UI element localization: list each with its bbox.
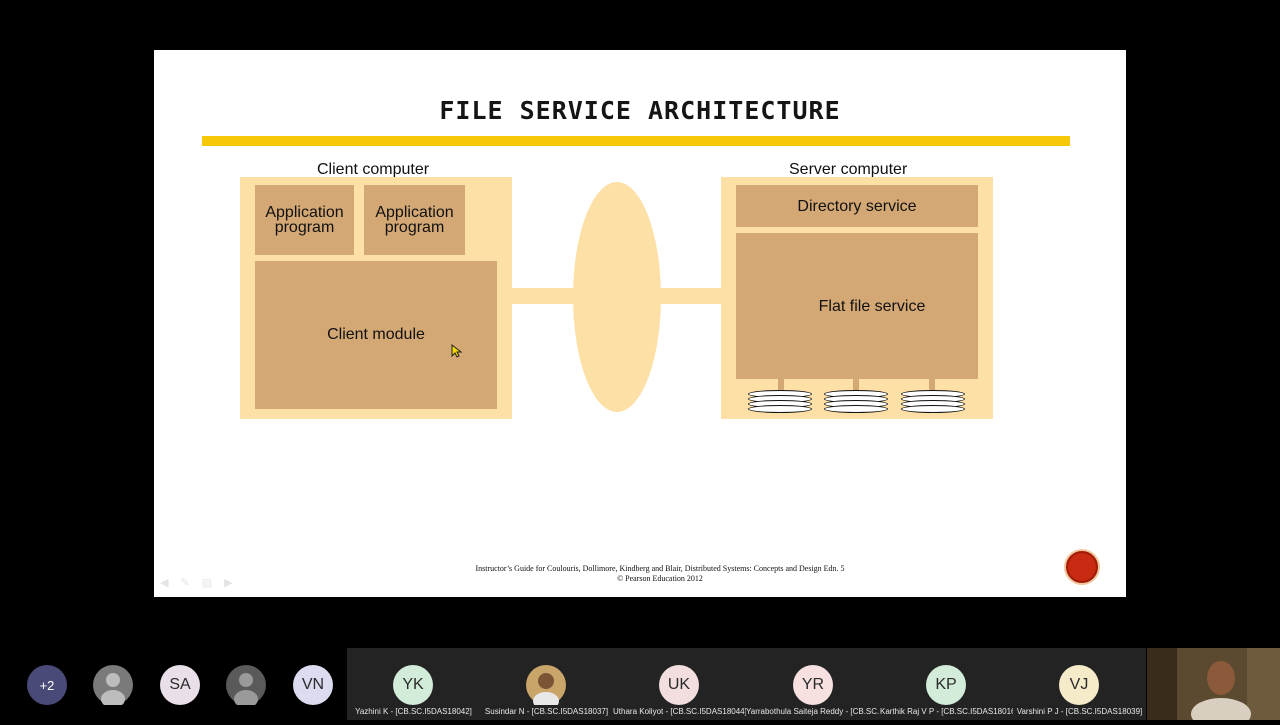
flat-file-service-box: Flat file service — [736, 233, 978, 379]
client-computer-label: Client computer — [317, 161, 430, 178]
photo-avatar-icon — [526, 665, 566, 705]
participant-name: Varshini P J - [CB.SC.I5DAS18039] — [1016, 707, 1143, 716]
presenter-video-icon — [1147, 648, 1280, 725]
avatar: VJ — [1059, 665, 1099, 705]
application-program-box-2: Application program — [364, 185, 465, 255]
participant-name: Yarrabothula Saiteja Reddy - [CB.SC.... — [746, 707, 880, 716]
participant-tile[interactable]: YK Yazhini K - [CB.SC.I5DAS18042] — [347, 648, 480, 720]
directory-service-box: Directory service — [736, 185, 978, 227]
server-network-link — [652, 288, 722, 304]
footer-credit-line-2: © Pearson Education 2012 — [617, 574, 703, 583]
overflow-count-badge: +2 — [27, 665, 67, 705]
slides-menu-icon[interactable]: ▤ — [201, 577, 213, 589]
avatar: KP — [926, 665, 966, 705]
server-computer-label: Server computer — [789, 161, 908, 178]
disk-connector-1 — [778, 379, 784, 393]
participant-name: Susindar N - [CB.SC.I5DAS18037] — [484, 707, 609, 716]
mouse-pointer-icon — [451, 344, 463, 358]
participant-name: Karthik Raj V P - [CB.SC.I5DAS18016] — [880, 707, 1013, 716]
client-module-box: Client module — [255, 261, 497, 409]
title-accent-bar — [202, 136, 1070, 146]
participant-tile[interactable] — [93, 648, 133, 720]
flat-file-service-label: Flat file service — [818, 298, 926, 315]
photo-avatar-icon — [226, 665, 266, 705]
avatar: YK — [393, 665, 433, 705]
participant-tile[interactable] — [226, 648, 266, 720]
directory-service-label: Directory service — [797, 197, 917, 215]
disk-icon — [824, 390, 888, 414]
next-slide-icon[interactable]: ▶ — [224, 577, 233, 589]
overflow-participants-tile[interactable]: +2 — [0, 648, 93, 720]
application-program-label-1: Application program — [265, 204, 344, 236]
client-module-label: Client module — [327, 326, 425, 343]
previous-slide-icon[interactable]: ◀ — [160, 577, 169, 589]
presentation-slide: FILE SERVICE ARCHITECTURE Client compute… — [154, 50, 1126, 597]
avatar: SA — [160, 665, 200, 705]
participant-tile[interactable]: KP Karthik Raj V P - [CB.SC.I5DAS18016] — [880, 648, 1013, 720]
participant-name: Yazhini K - [CB.SC.I5DAS18042] — [355, 707, 472, 716]
presenter-video-tile[interactable] — [1147, 648, 1280, 725]
participant-tile[interactable]: Susindar N - [CB.SC.I5DAS18037] — [480, 648, 613, 720]
participant-strip: +2 SA VN YK Yazhini K - [CB.SC.I5DAS1804… — [0, 648, 1280, 725]
avatar: VN — [293, 665, 333, 705]
participant-tile[interactable]: YR Yarrabothula Saiteja Reddy - [CB.SC..… — [746, 648, 880, 720]
avatar: YR — [793, 665, 833, 705]
client-network-link — [512, 288, 582, 304]
disk-connector-2 — [853, 379, 859, 393]
pen-icon[interactable]: ✎ — [180, 577, 190, 589]
slide-title: FILE SERVICE ARCHITECTURE — [439, 96, 841, 125]
network-ellipse — [573, 182, 661, 412]
application-program-box-1: Application program — [255, 185, 354, 255]
avatar: UK — [659, 665, 699, 705]
disk-connector-3 — [929, 379, 935, 393]
participant-tile[interactable]: VN — [293, 648, 333, 720]
participant-tile[interactable]: UK Uthara Koliyot - [CB.SC.I5DAS18044] — [613, 648, 746, 720]
disk-icon — [901, 390, 965, 414]
footer-credit-line-1: Instructor’s Guide for Coulouris, Dollim… — [475, 564, 845, 573]
photo-avatar-icon — [93, 665, 133, 705]
participant-tile[interactable]: SA — [160, 648, 200, 720]
footer-credit: Instructor’s Guide for Coulouris, Dollim… — [414, 564, 906, 584]
publisher-logo — [1064, 549, 1100, 585]
application-program-label-2: Application program — [375, 204, 454, 236]
disk-icon — [748, 390, 812, 414]
participant-name: Uthara Koliyot - [CB.SC.I5DAS18044] — [613, 707, 746, 716]
slide-navigation: ◀ ✎ ▤ ▶ — [160, 576, 233, 589]
participant-tile[interactable]: VJ Varshini P J - [CB.SC.I5DAS18039] — [1013, 648, 1146, 720]
